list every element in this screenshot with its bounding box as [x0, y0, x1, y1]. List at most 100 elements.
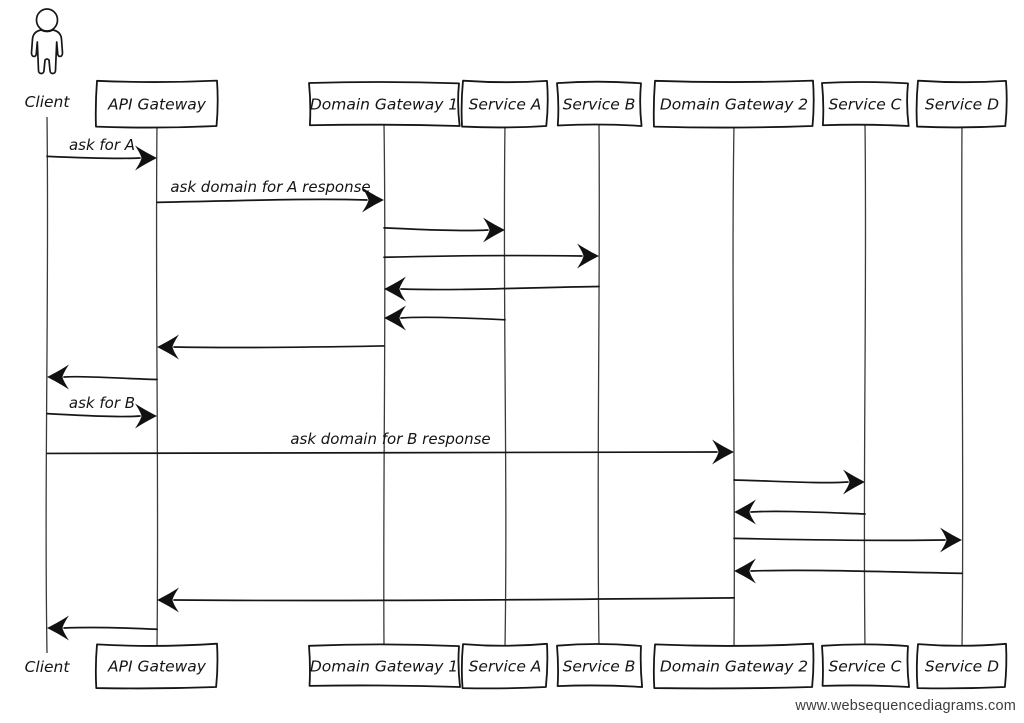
lifeline-service-c	[863, 123, 867, 648]
participant-label: Service D	[925, 658, 999, 676]
participant-top-domain-gateway-2: Domain Gateway 2	[652, 79, 815, 129]
participant-box	[652, 642, 815, 690]
message-arrowhead	[362, 187, 384, 213]
participant-label: Client	[25, 658, 71, 676]
participant-label: Service B	[563, 658, 636, 676]
message-line	[46, 450, 718, 455]
participant-top-domain-gateway-1: Domain Gateway 1	[308, 81, 461, 127]
message-line	[156, 198, 368, 204]
participant-top-service-d: Service D	[915, 79, 1008, 129]
lifeline-service-d	[961, 123, 964, 648]
message-arrowhead	[157, 334, 179, 360]
lifeline-domain-gateway-2	[732, 123, 736, 648]
message-line	[383, 254, 583, 259]
message-arrowhead	[734, 558, 756, 584]
message-arrowhead	[384, 305, 406, 331]
message-arrowhead	[135, 145, 157, 171]
message-line	[383, 226, 489, 232]
participant-bottom-api-gateway: API Gateway	[94, 642, 219, 690]
participant-label: Client	[25, 93, 71, 111]
participant-box	[821, 81, 910, 127]
participant-box	[556, 80, 643, 127]
participant-label: Service A	[469, 96, 542, 114]
participant-label: Service C	[828, 658, 901, 676]
message-line	[173, 596, 735, 602]
message-label: ask domain for B response	[290, 430, 490, 448]
participant-label: Service A	[469, 658, 542, 676]
message-arrowhead	[843, 469, 865, 495]
message-label: ask for B	[69, 394, 135, 412]
participant-label: Domain Gateway 1	[310, 658, 458, 676]
message-arrowhead	[940, 527, 962, 553]
message-8-api-gateway-to-client	[47, 364, 158, 390]
message-line	[46, 155, 141, 160]
message-line	[750, 569, 963, 575]
participant-top-service-a: Service A	[460, 79, 549, 129]
participant-box	[915, 79, 1008, 129]
message-13-domain-gateway-2-to-service-d	[733, 527, 962, 553]
lifeline-service-b	[597, 123, 600, 648]
message-7-domain-gateway-1-to-api-gateway	[157, 334, 385, 360]
participant-bottom-service-b: Service B	[556, 643, 644, 688]
participant-label: Domain Gateway 2	[660, 658, 808, 676]
message-line	[733, 537, 946, 542]
participant-bottom-service-d: Service D	[915, 642, 1008, 690]
message-line	[733, 479, 849, 484]
lifeline-client	[45, 116, 49, 654]
message-arrowhead	[712, 439, 734, 465]
message-arrowhead	[135, 403, 157, 429]
participant-bottom-domain-gateway-2: Domain Gateway 2	[652, 642, 815, 690]
message-line	[400, 316, 506, 321]
message-arrowhead	[483, 217, 505, 243]
message-line	[750, 510, 866, 515]
actor-figure-client	[30, 8, 64, 75]
participant-box	[94, 79, 219, 129]
participant-box	[821, 643, 910, 688]
participant-bottom-domain-gateway-1: Domain Gateway 1	[308, 643, 461, 688]
message-1-client-to-api-gateway: ask for A	[46, 136, 157, 171]
message-16-api-gateway-to-client	[47, 615, 158, 641]
message-line	[400, 285, 600, 291]
message-4-domain-gateway-1-to-service-b	[383, 243, 599, 269]
message-label: ask for A	[69, 136, 135, 154]
participant-label: Service D	[925, 96, 999, 114]
message-line	[46, 412, 141, 418]
watermark: www.websequencediagrams.com	[795, 698, 1016, 714]
participant-top-service-c: Service C	[821, 81, 910, 127]
message-line	[63, 626, 158, 631]
message-10-client-to-domain-gateway-2: ask domain for B response	[46, 430, 734, 465]
lifeline-api-gateway	[155, 123, 159, 648]
message-15-domain-gateway-2-to-api-gateway	[157, 587, 735, 613]
participant-top-client: Client	[25, 8, 71, 111]
message-3-domain-gateway-1-to-service-a	[383, 217, 505, 243]
message-12-service-c-to-domain-gateway-2	[734, 499, 866, 525]
message-9-client-to-api-gateway: ask for B	[46, 394, 157, 429]
participant-box	[460, 79, 549, 129]
participant-box	[308, 81, 461, 127]
message-2-api-gateway-to-domain-gateway-1: ask domain for A response	[156, 178, 384, 213]
actor-head	[35, 8, 59, 32]
message-line	[173, 345, 385, 349]
participant-box	[460, 642, 549, 690]
participant-bottom-client: Client	[25, 658, 71, 676]
message-arrowhead	[47, 615, 69, 641]
participant-label: Service B	[563, 96, 636, 114]
actor-body	[30, 29, 64, 75]
participant-bottom-service-a: Service A	[460, 642, 549, 690]
participant-box	[915, 642, 1008, 690]
message-11-domain-gateway-2-to-service-c	[733, 469, 865, 495]
message-6-service-a-to-domain-gateway-1	[384, 305, 506, 331]
participant-box	[652, 79, 815, 129]
lifeline-service-a	[503, 123, 507, 648]
message-line	[63, 375, 158, 381]
participant-label: Domain Gateway 2	[660, 96, 808, 114]
message-5-service-b-to-domain-gateway-1	[384, 276, 600, 302]
participant-box	[556, 643, 644, 688]
participant-box	[94, 642, 219, 690]
participant-label: Service C	[828, 96, 901, 114]
participant-label: API Gateway	[107, 658, 207, 676]
participant-label: Domain Gateway 1	[310, 96, 458, 114]
message-arrowhead	[734, 499, 756, 525]
